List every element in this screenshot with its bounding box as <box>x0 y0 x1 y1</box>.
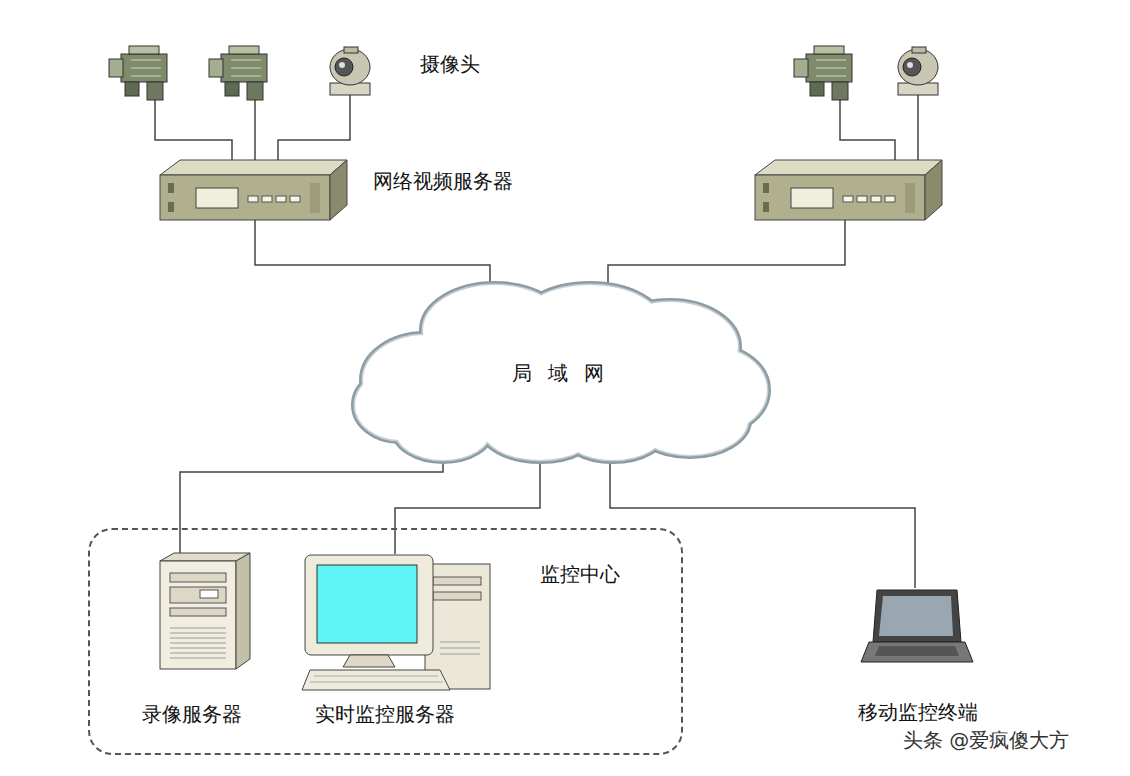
cloud-bump <box>482 396 598 460</box>
video-server-node: 网络视频服务器 <box>160 160 347 220</box>
dome-camera <box>898 47 938 95</box>
desktop-computer-part <box>433 577 481 585</box>
video-server <box>160 160 347 220</box>
cloud-bump <box>482 396 598 460</box>
network-link <box>395 460 540 554</box>
tower-server <box>160 553 250 669</box>
video-server <box>755 160 942 220</box>
tower-server-part <box>236 553 250 669</box>
mobile-terminal: 移动监控终端 <box>840 588 995 728</box>
node-text: 局域网 <box>345 361 770 385</box>
network-link <box>255 220 490 285</box>
laptop-part <box>879 596 953 636</box>
laptop-part <box>875 646 959 656</box>
monitor-center: 监控中心录像服务器 实时监控服务器 <box>88 528 683 755</box>
desktop-computer-part <box>305 555 433 655</box>
tower-server-part <box>160 553 250 561</box>
desktop-computer-part <box>310 676 443 682</box>
node-text: 实时监控服务器 <box>297 702 472 726</box>
desktop-computer-part <box>440 642 480 654</box>
camera-wires-part <box>254 100 256 168</box>
laptop-part <box>861 642 973 662</box>
box-camera <box>794 46 852 100</box>
network-link <box>180 460 443 554</box>
cloud-bump <box>355 370 445 440</box>
network-cloud: 局域网 <box>345 285 770 460</box>
watermark: 头条 @爱疯傻大方 <box>903 728 1069 752</box>
desktop-computer-part <box>317 565 417 643</box>
cloud-bump <box>355 370 445 440</box>
network-link <box>610 460 915 588</box>
camera-wires-part <box>917 95 919 168</box>
node-text: 移动监控终端 <box>840 700 995 724</box>
cloud-bump <box>355 370 445 440</box>
laptop-part <box>873 590 961 642</box>
camera-wires-part <box>278 95 350 168</box>
tower-server-part <box>170 573 226 582</box>
tower-server-part <box>170 628 226 658</box>
dome-camera <box>330 47 370 95</box>
desktop-computer <box>302 555 490 690</box>
tower-server-part <box>170 587 226 603</box>
tower-server-part <box>200 590 218 598</box>
desktop-computer-part <box>343 655 395 667</box>
camera-label: 摄像头 <box>420 52 480 76</box>
box-camera <box>109 46 167 100</box>
camera-wires-part <box>155 100 232 168</box>
live-monitor-server: 实时监控服务器 <box>297 554 472 730</box>
desktop-computer-part <box>302 670 450 690</box>
record-server: 录像服务器 <box>122 554 262 730</box>
node-text: 监控中心 <box>540 562 620 586</box>
cloud-bump <box>482 396 598 460</box>
tower-server-part <box>160 561 236 669</box>
tower-server-part <box>170 608 226 616</box>
laptop <box>861 590 973 662</box>
desktop-computer-part <box>433 592 481 600</box>
node-text: 录像服务器 <box>122 702 262 726</box>
box-camera <box>209 46 267 100</box>
camera-wires-part <box>840 100 895 168</box>
node-text: 网络视频服务器 <box>373 169 513 193</box>
